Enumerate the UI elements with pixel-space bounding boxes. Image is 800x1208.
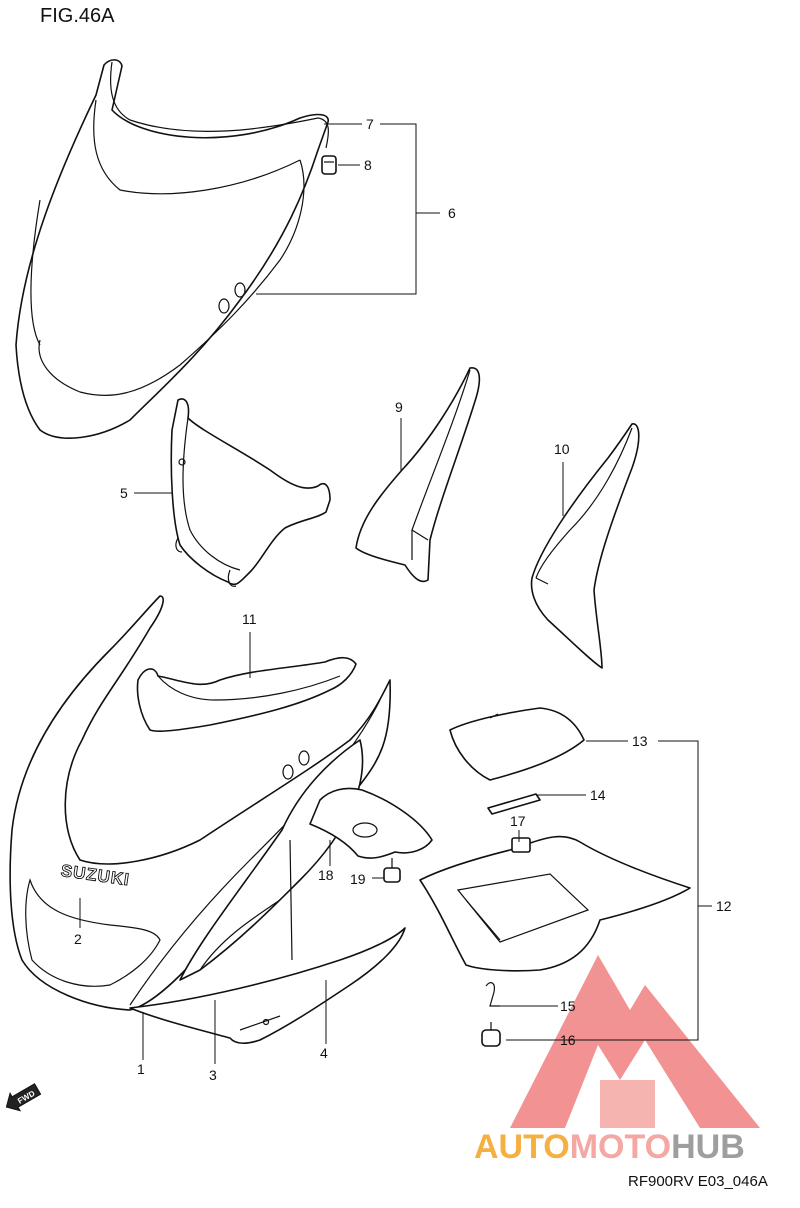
label-part-8: 8 <box>364 157 372 173</box>
part-1-upper-cowling: SUZUKI <box>9 595 392 1011</box>
part-13-cover-plate <box>449 707 585 781</box>
label-part-17: 17 <box>510 813 526 829</box>
label-part-1: 1 <box>137 1061 145 1077</box>
part-11-under-cover <box>136 656 357 732</box>
watermark-triangle-icon <box>510 955 760 1128</box>
part-17-nut <box>511 837 531 853</box>
watermark-text: AUTOMOTOHUB <box>474 1128 745 1166</box>
part-6-windscreen <box>15 59 329 439</box>
label-part-9: 9 <box>395 399 403 415</box>
watermark-text-auto: AUTO <box>474 1128 570 1166</box>
label-part-15: 15 <box>560 998 576 1014</box>
part-14-strip <box>487 793 541 815</box>
part-7-seal-strip <box>109 61 329 149</box>
leader-lines <box>79 123 712 1064</box>
part-9-side-panel <box>355 367 481 583</box>
label-part-3: 3 <box>209 1067 217 1083</box>
figure-title: FIG.46A <box>40 5 115 27</box>
part-16-grommet <box>481 1022 501 1047</box>
part-8-clip <box>321 155 337 175</box>
part-18-bracket <box>309 787 433 859</box>
label-part-16: 16 <box>560 1032 576 1048</box>
figure-code: RF900RV E03_046A <box>628 1173 768 1190</box>
label-part-7: 7 <box>366 116 374 132</box>
label-part-12: 12 <box>716 898 732 914</box>
label-part-6: 6 <box>448 205 456 221</box>
watermark-text-hub: HUB <box>671 1128 745 1166</box>
label-part-11: 11 <box>242 611 257 627</box>
watermark-logo <box>510 955 760 1128</box>
part-19-screw <box>383 858 401 883</box>
part-10-side-panel <box>530 423 640 669</box>
fwd-arrow-icon <box>5 1083 42 1112</box>
part-3-side-cowling <box>179 739 364 981</box>
watermark-inner-icon <box>600 1080 655 1128</box>
fwd-arrow: FWD <box>5 1083 42 1112</box>
part-5-inner-cover <box>170 398 331 587</box>
label-part-19: 19 <box>350 871 366 887</box>
label-part-14: 14 <box>590 787 606 803</box>
label-part-18: 18 <box>318 867 334 883</box>
label-part-13: 13 <box>632 733 648 749</box>
label-part-5: 5 <box>120 485 128 501</box>
label-part-4: 4 <box>320 1045 328 1061</box>
label-part-10: 10 <box>554 441 570 457</box>
watermark-text-moto: MOTO <box>570 1128 671 1166</box>
part-15-clip <box>485 982 500 1007</box>
label-part-2: 2 <box>74 931 82 947</box>
part-4-lower-cowling <box>129 927 406 1044</box>
part-12-inner-box <box>419 835 691 972</box>
part-labels: 7 8 6 5 9 10 11 13 14 17 18 19 12 2 15 1… <box>74 116 732 1083</box>
